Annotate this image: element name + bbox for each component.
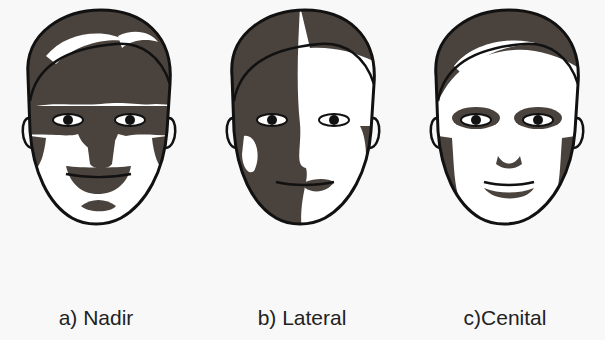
face-nadir [6, 6, 196, 224]
face-lateral [210, 6, 400, 236]
caption-label: b) Lateral [258, 306, 347, 330]
caption-label: c)Cenital [464, 306, 547, 330]
face-cenital [414, 6, 604, 224]
caption-label: a) Nadir [59, 306, 134, 330]
